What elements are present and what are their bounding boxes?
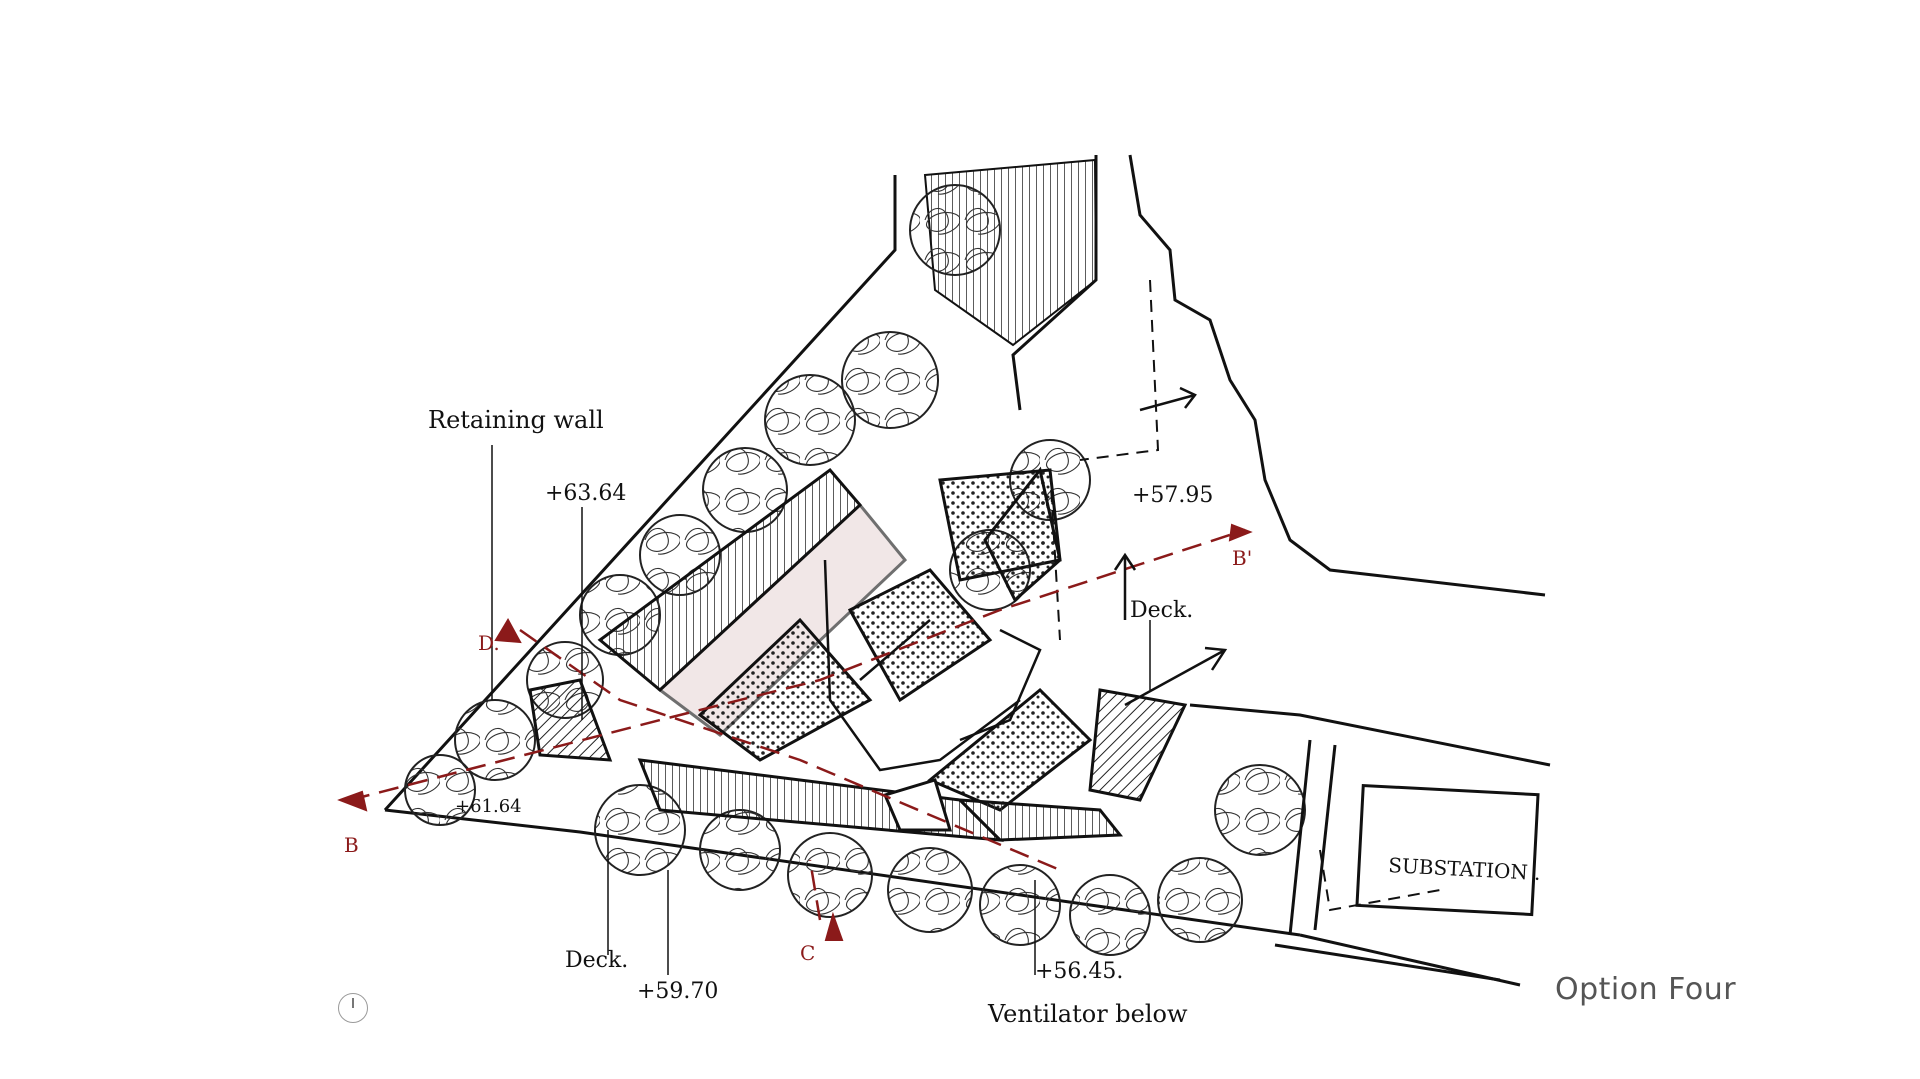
slide-caption: Option Four — [1555, 972, 1737, 1007]
dashed-lines — [1049, 279, 1441, 912]
label-level-5795: +57.95 — [1132, 483, 1213, 508]
label-ventilator: Ventilator below — [987, 1000, 1188, 1028]
label-deck-left: Deck. — [565, 948, 628, 973]
label-level-5645: +56.45. — [1035, 959, 1123, 984]
label-level-5970: +59.70 — [637, 979, 718, 1004]
power-icon[interactable] — [338, 993, 368, 1023]
section-mark-b-prime: B' — [1232, 546, 1252, 570]
label-retaining-wall: Retaining wall — [428, 406, 604, 434]
section-mark-d: D. — [478, 631, 500, 655]
label-substation: SUBSTATION . — [1388, 853, 1541, 885]
label-level-6164: +61.64 — [455, 796, 522, 817]
section-lines — [349, 528, 1246, 921]
section-arrows — [337, 523, 1253, 941]
section-mark-c: C — [800, 941, 815, 965]
interior-lines — [823, 559, 1042, 772]
label-level-6364: +63.64 — [545, 481, 626, 506]
label-deck-right: Deck. — [1130, 598, 1193, 623]
section-mark-b: B — [344, 833, 359, 857]
substation-enclosure — [1288, 739, 1540, 936]
flow-arrows — [1113, 386, 1228, 707]
leader-lines — [491, 445, 1151, 975]
